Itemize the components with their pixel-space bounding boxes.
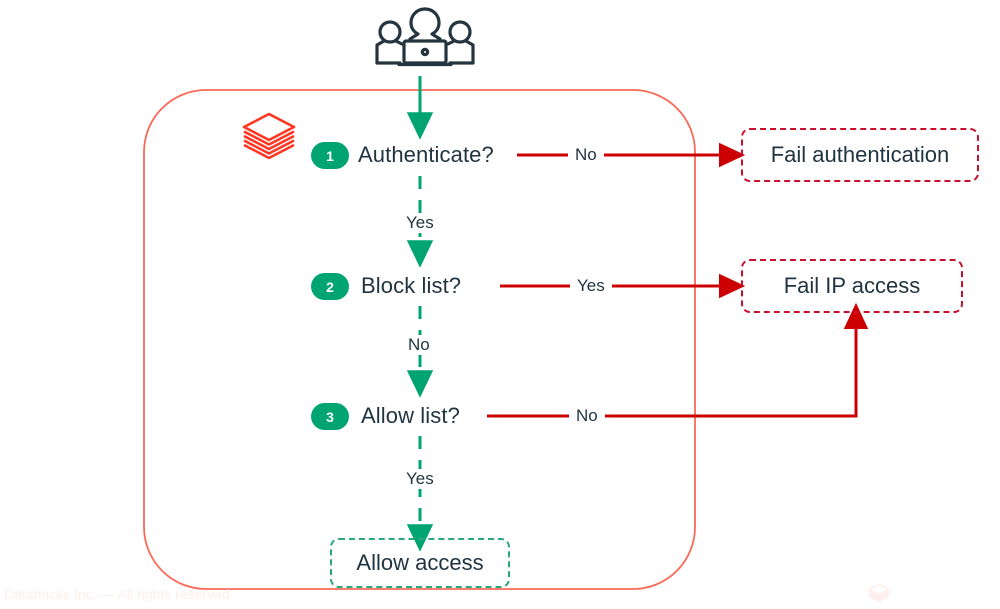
terminal-fail-authentication-label: Fail authentication bbox=[770, 142, 950, 167]
edge-label-authenticate-yes: Yes bbox=[399, 213, 441, 233]
decision-badge-2: 2 bbox=[311, 273, 349, 300]
edge-label-allowlist-no: No bbox=[569, 406, 605, 426]
edge-allowlist-no bbox=[487, 302, 869, 418]
edge-label-blocklist-yes: Yes bbox=[570, 276, 612, 296]
decision-badge-2-number: 2 bbox=[326, 278, 334, 295]
terminal-allow-access[interactable]: Allow access bbox=[330, 538, 510, 588]
decision-badge-3: 3 bbox=[311, 403, 349, 430]
decision-label-block-list: Block list? bbox=[361, 273, 462, 298]
layers-logo-icon bbox=[868, 583, 890, 602]
edge-label-authenticate-no: No bbox=[568, 145, 604, 165]
terminal-fail-ip-access[interactable]: Fail IP access bbox=[741, 259, 963, 313]
edge-label-allowlist-yes: Yes bbox=[399, 469, 441, 489]
terminal-fail-authentication[interactable]: Fail authentication bbox=[741, 128, 979, 182]
decision-badge-1-number: 1 bbox=[326, 147, 334, 164]
decision-badge-1: 1 bbox=[311, 142, 349, 169]
copyright-watermark: Databricks Inc. — All rights reserved bbox=[4, 586, 230, 602]
layers-icon bbox=[242, 112, 296, 160]
terminal-allow-access-label: Allow access bbox=[356, 550, 484, 575]
decision-label-authenticate: Authenticate? bbox=[358, 142, 494, 167]
edge-label-blocklist-no: No bbox=[401, 335, 437, 355]
decision-label-allow-list: Allow list? bbox=[361, 403, 460, 428]
people-with-laptop-icon bbox=[375, 7, 475, 67]
terminal-fail-ip-access-label: Fail IP access bbox=[783, 273, 921, 298]
decision-badge-3-number: 3 bbox=[326, 408, 334, 425]
